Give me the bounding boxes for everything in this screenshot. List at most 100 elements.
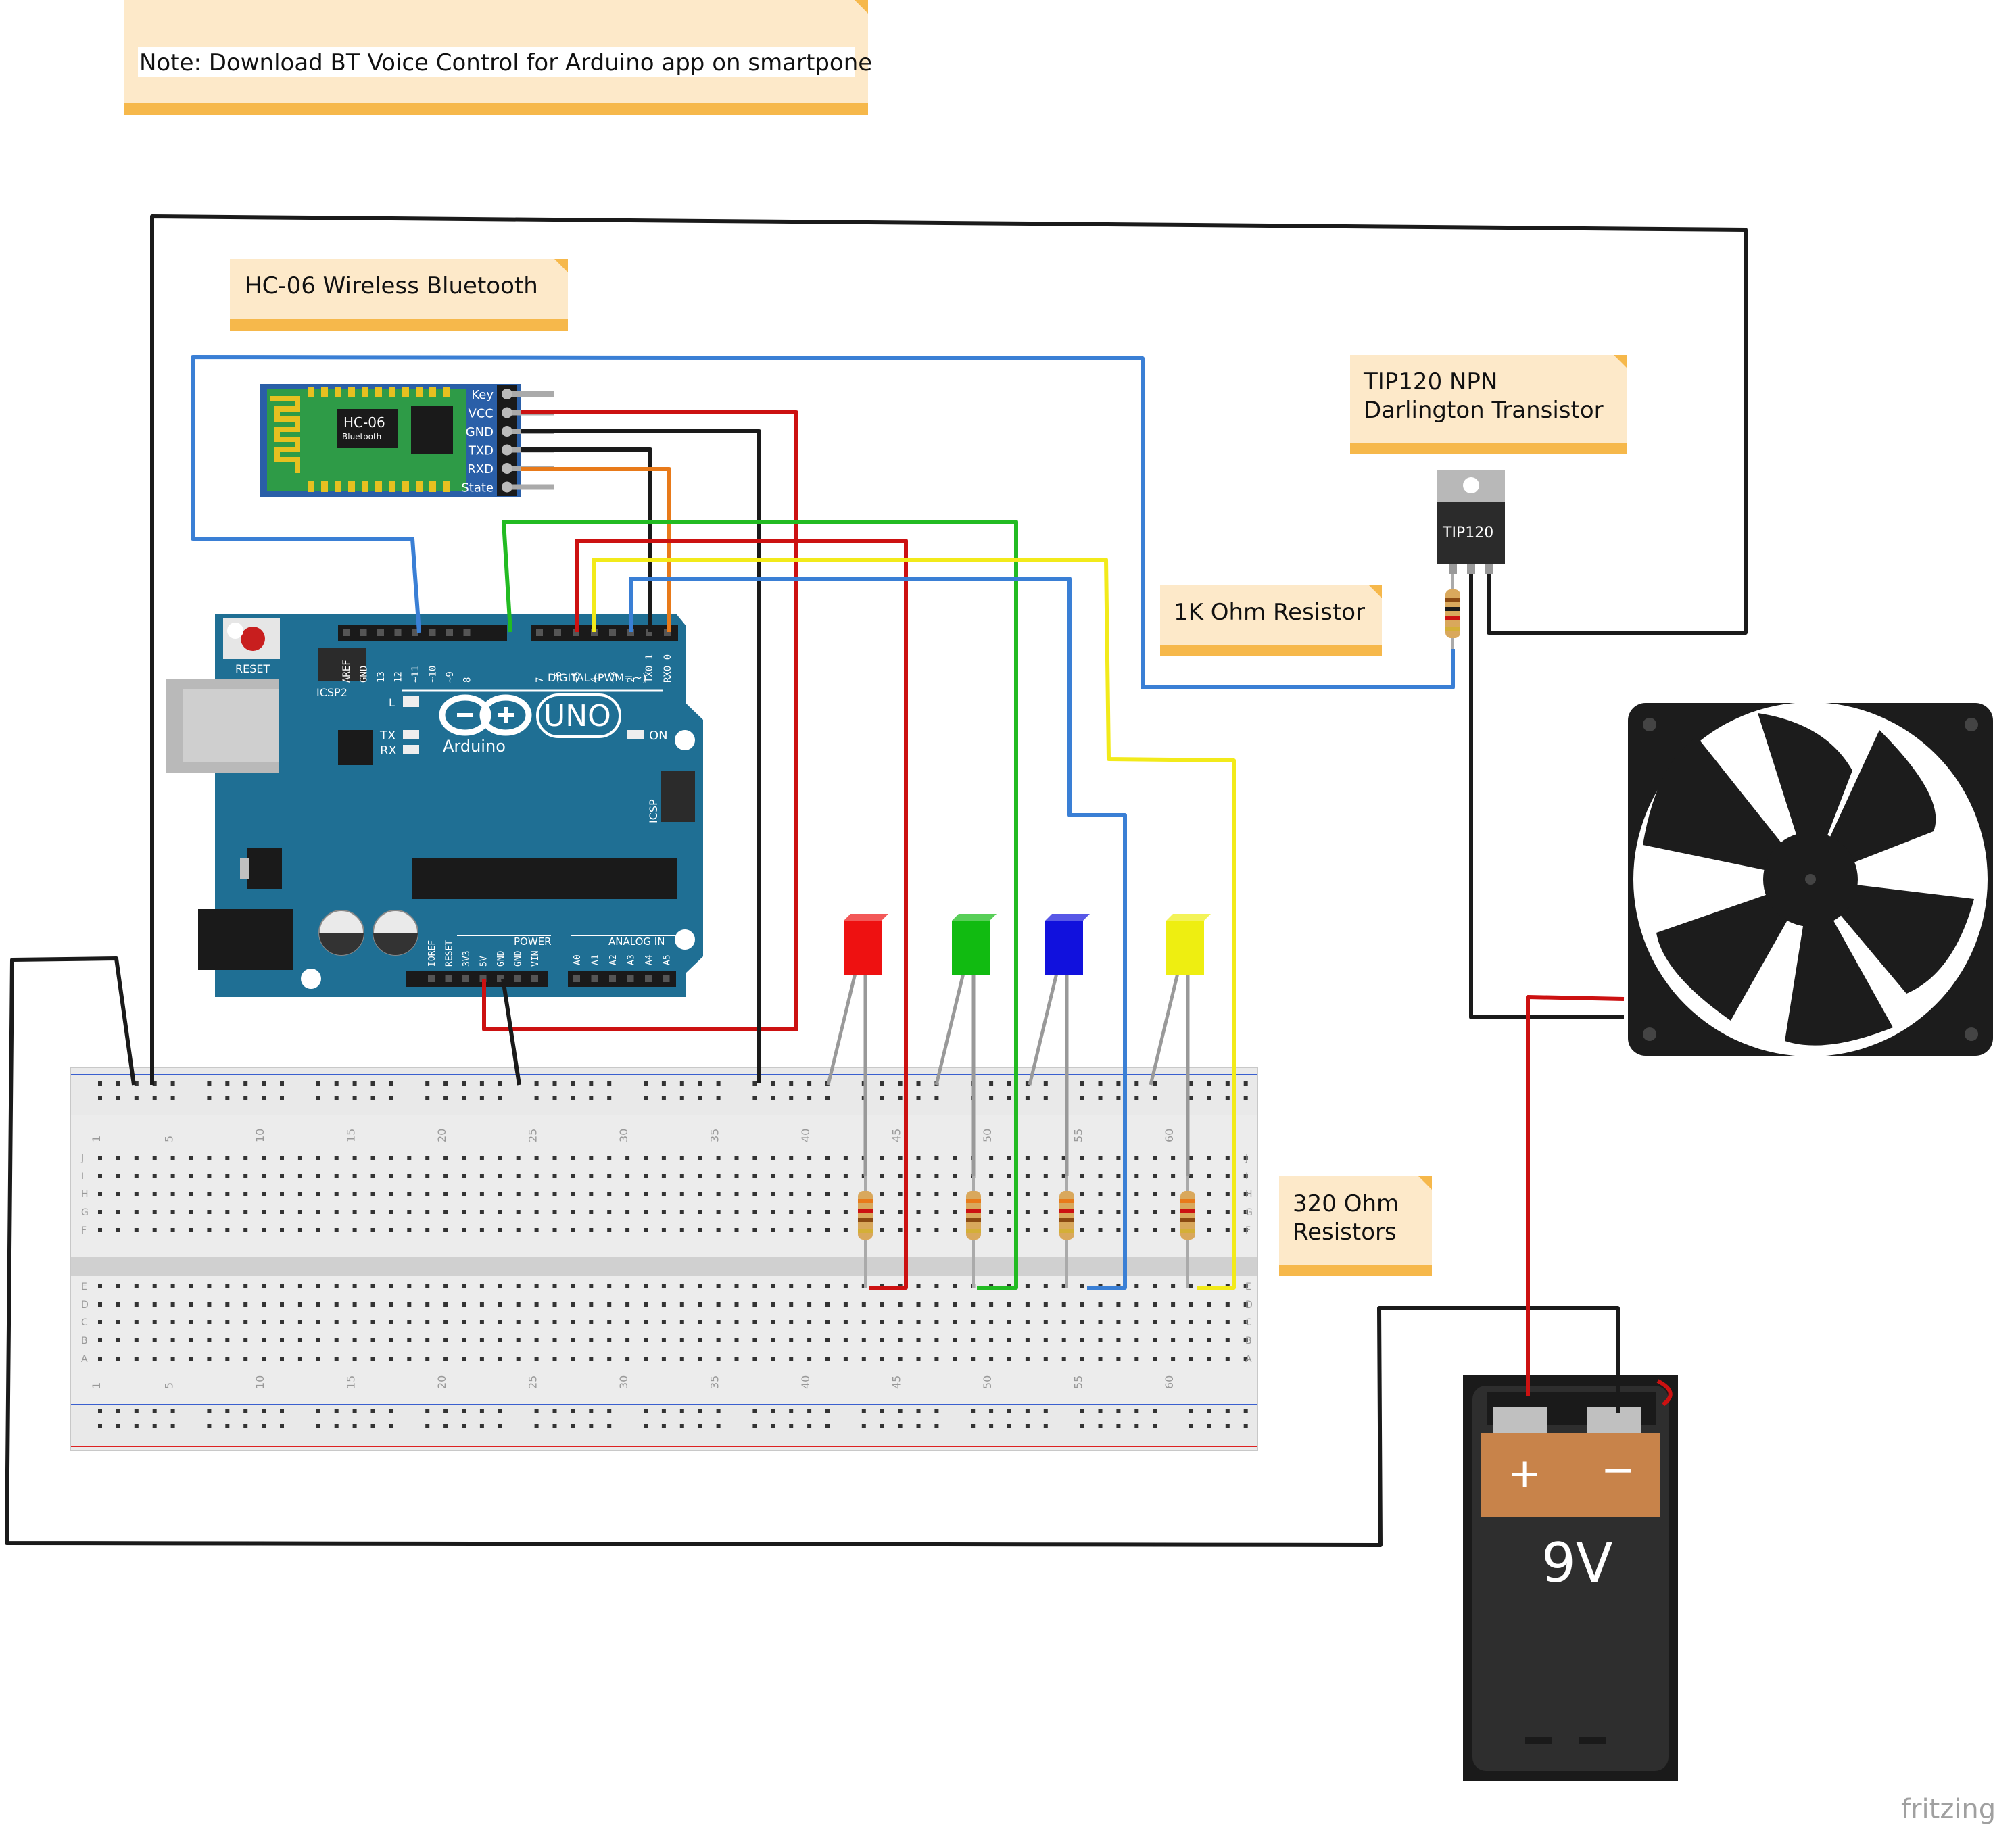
arduino-pin-label: AREF <box>341 660 352 683</box>
bb-col-num: 5 <box>163 1136 176 1142</box>
bb-col-num: 10 <box>254 1129 266 1142</box>
bb-col-num: 20 <box>435 1129 448 1142</box>
resistor-1k <box>1445 574 1460 649</box>
arduino-power-pin-label: 3V3 <box>462 951 472 967</box>
bb-row-letter: D <box>1245 1300 1253 1311</box>
note-resistor-1k-text: 1K Ohm Resistor <box>1174 599 1365 626</box>
arduino-pin-label: ~5 <box>571 671 582 683</box>
note-bluetooth: HC-06 Wireless Bluetooth <box>230 259 568 331</box>
bb-row-letter: E <box>81 1282 87 1292</box>
reset-label: RESET <box>235 662 270 675</box>
bb-row-letter: J <box>80 1153 84 1164</box>
note-bluetooth-text: HC-06 Wireless Bluetooth <box>245 272 538 299</box>
arduino-pin-label: 7 <box>535 677 546 683</box>
resistor-320 <box>1059 1191 1074 1240</box>
bb-col-num: 15 <box>345 1375 358 1389</box>
bb-col-num: 60 <box>1163 1129 1176 1142</box>
note-download: Note: Download BT Voice Control for Ardu… <box>124 0 872 115</box>
arduino-pin-label: ~6 <box>553 671 564 683</box>
wire-black-left-loop <box>5 956 1620 1547</box>
arduino-pin-label: 8 <box>462 677 473 683</box>
note-resistor-1k: 1K Ohm Resistor <box>1160 585 1382 656</box>
bb-row-letter: I <box>1245 1171 1248 1182</box>
bb-row-letter: D <box>81 1300 89 1311</box>
note-resistors-320-line2: Resistors <box>1293 1219 1397 1246</box>
arduino-analog-pin-label: A0 <box>573 954 583 965</box>
bb-col-num: 1 <box>90 1382 103 1389</box>
wire-black-gnd <box>521 429 761 1083</box>
bb-row-letter: F <box>1245 1225 1251 1236</box>
bb-col-num: 45 <box>890 1375 903 1389</box>
fan <box>1628 702 1993 1056</box>
led <box>844 921 882 975</box>
arduino-brand: Arduino <box>443 737 506 756</box>
hc06-chip-line2: Bluetooth <box>342 432 381 441</box>
wire-red-battery-hook <box>1656 1379 1673 1407</box>
note-transistor-line1: TIP120 NPN <box>1363 368 1497 395</box>
arduino-analog-pin-label: A2 <box>608 954 619 965</box>
bb-row-letter: B <box>1245 1336 1252 1346</box>
hc06-pin-label: State <box>461 481 494 495</box>
analog-label: ANALOG IN <box>608 935 665 948</box>
bb-col-num: 30 <box>617 1375 630 1389</box>
bb-col-num: 15 <box>345 1129 358 1142</box>
bb-row-letter: B <box>81 1336 88 1346</box>
bb-col-num: 1 <box>90 1136 103 1142</box>
tip120-label: TIP120 <box>1442 525 1493 541</box>
icsp-label: ICSP <box>647 799 660 823</box>
bb-col-num: 35 <box>709 1375 721 1389</box>
arduino-pin-label: 2 <box>626 677 637 683</box>
uno-label: UNO <box>544 699 611 733</box>
led-l-label: L <box>389 696 395 709</box>
arduino-analog-pin-label: A1 <box>591 954 601 965</box>
wire-blue-key <box>191 355 1455 689</box>
wire-red-vcc <box>482 410 798 1031</box>
fritzing-watermark: fritzing <box>1901 1794 1996 1825</box>
battery-9v: + − 9V <box>1463 1375 1678 1781</box>
wires <box>5 214 1748 1547</box>
bb-row-letter: I <box>81 1171 84 1182</box>
bb-col-num: 10 <box>254 1375 266 1389</box>
led <box>1166 921 1204 975</box>
arduino-power-pin-label: GND <box>496 950 506 967</box>
bb-col-num: 55 <box>1072 1375 1085 1389</box>
breadboard-holes <box>98 1081 1248 1428</box>
icsp2-label: ICSP2 <box>316 686 347 699</box>
arduino-power-pin-label: 5V <box>479 956 489 967</box>
arduino-logo: UNO Arduino <box>439 693 621 756</box>
note-resistors-320: 320 Ohm Resistors <box>1279 1176 1432 1276</box>
resistor-320 <box>1180 1191 1195 1240</box>
arduino-pin-label: ~3 <box>608 671 619 683</box>
bb-col-num: 30 <box>617 1129 630 1142</box>
hc06-pin-label: RXD <box>467 462 494 477</box>
arduino-pin-label: TX0 1 <box>644 654 655 683</box>
wire-black-txd <box>521 447 652 632</box>
arduino-pin-label: RX0 0 <box>663 654 673 683</box>
arduino-analog-pin-label: A5 <box>663 954 673 965</box>
bb-row-letter: G <box>81 1207 89 1218</box>
wire-blue-pin2 <box>629 577 1127 1290</box>
arduino-pin-label: ~10 <box>428 666 439 683</box>
arduino-power-pin-label: IOREF <box>427 940 437 967</box>
resistor-320 <box>966 1191 981 1240</box>
battery-plus: + <box>1508 1450 1541 1497</box>
bb-row-letter: E <box>1245 1282 1251 1292</box>
bb-col-num: 25 <box>527 1375 539 1389</box>
reset-button[interactable] <box>241 627 265 651</box>
led <box>1045 921 1083 975</box>
wire-green <box>502 520 1018 1290</box>
wire-red-battery-fan <box>1526 995 1625 1396</box>
bb-col-num: 55 <box>1072 1129 1085 1142</box>
arduino-analog-pin-label: A4 <box>644 954 654 965</box>
wire-black-gnd-bb <box>501 978 521 1086</box>
note-resistors-320-line1: 320 Ohm <box>1293 1190 1399 1217</box>
